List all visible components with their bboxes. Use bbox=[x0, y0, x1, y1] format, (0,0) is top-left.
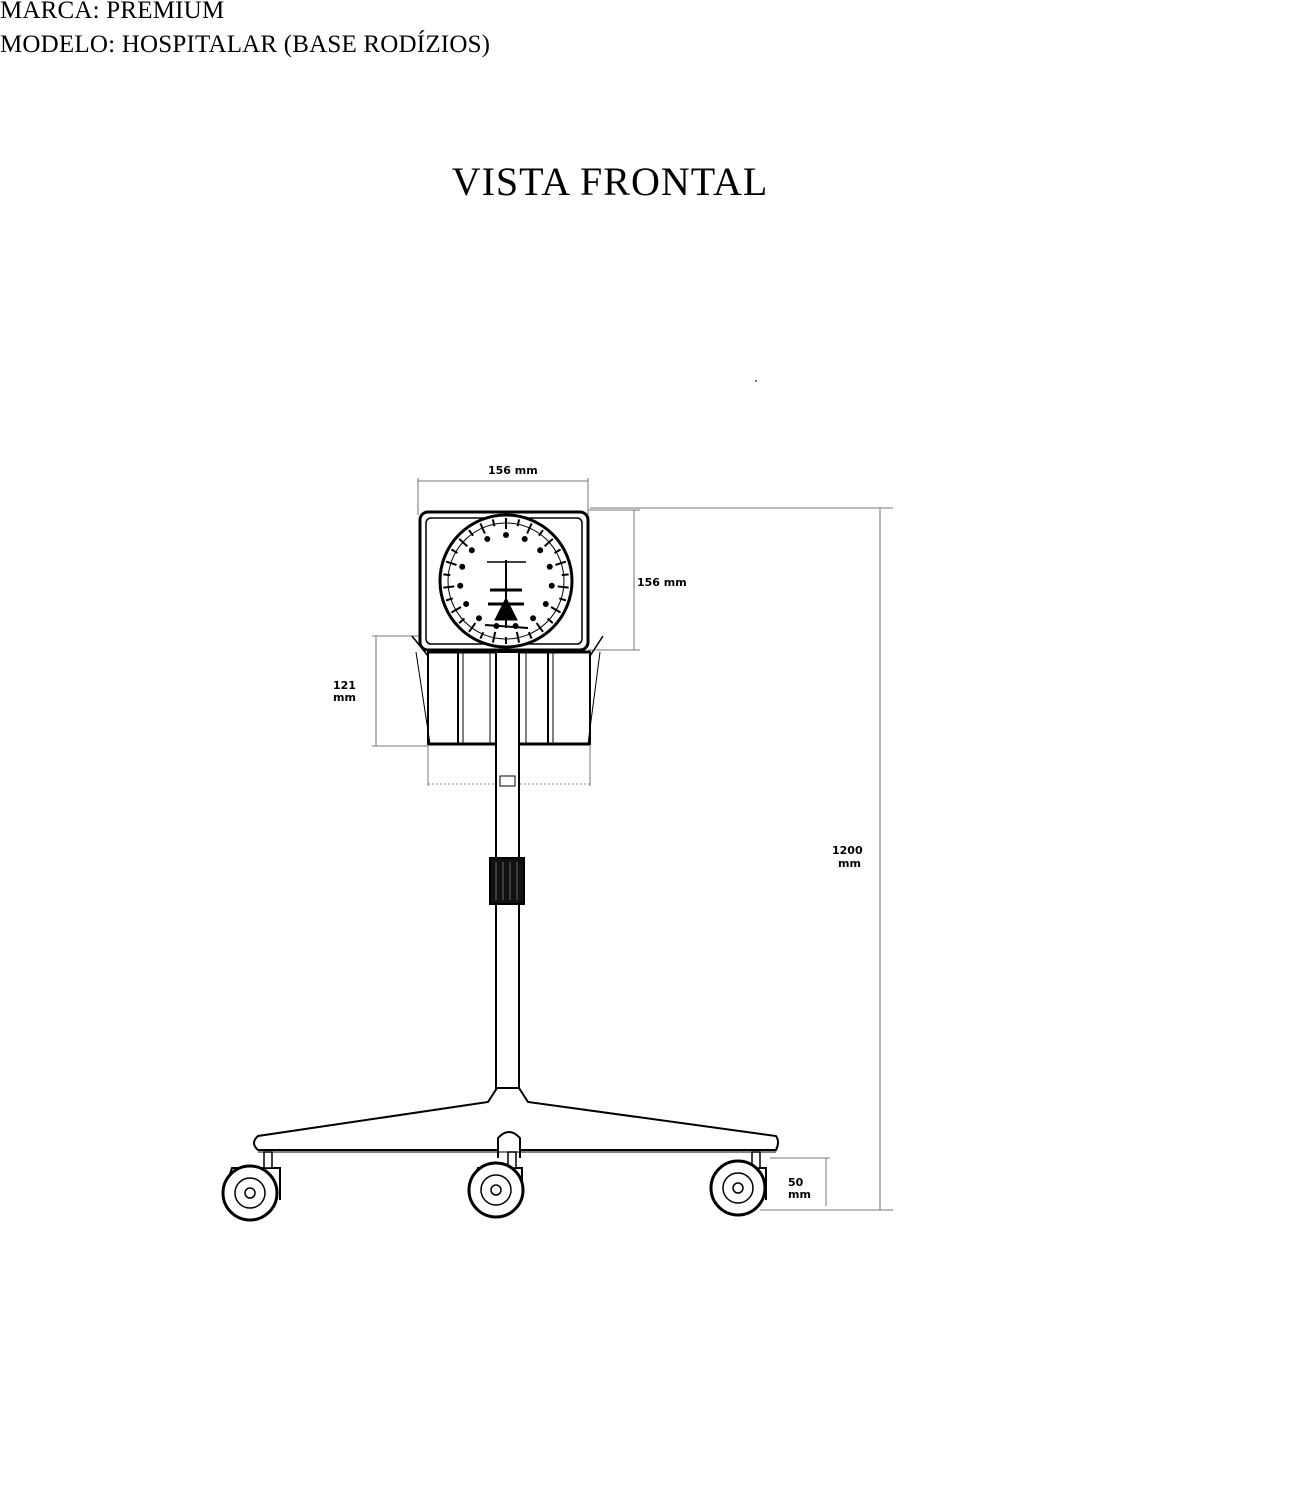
caster-left bbox=[221, 1151, 281, 1222]
rolling-base bbox=[253, 1087, 779, 1158]
dial-tick bbox=[546, 617, 554, 624]
dial-tick bbox=[557, 585, 569, 589]
brand-label: MARCA: PREMIUM bbox=[0, 0, 225, 24]
dial-dot bbox=[457, 582, 464, 589]
dial-dot bbox=[537, 547, 544, 554]
dial-dot bbox=[459, 563, 466, 570]
caster-right bbox=[709, 1151, 767, 1217]
dial-tick bbox=[550, 606, 562, 614]
basket-height-value: 121 bbox=[333, 679, 356, 692]
dial-dot bbox=[503, 532, 509, 538]
gauge-height-label: 156 mm bbox=[637, 576, 687, 589]
dimension-total-height: 1200 mm bbox=[590, 507, 893, 1211]
total-height-value: 1200 bbox=[832, 844, 863, 857]
dial-dot bbox=[468, 547, 475, 554]
dimension-gauge-height: 156 mm bbox=[588, 509, 687, 651]
dial-tick bbox=[450, 548, 459, 554]
dial-dot bbox=[546, 563, 553, 570]
total-height-unit: mm bbox=[838, 857, 861, 870]
dial-dot bbox=[475, 615, 482, 622]
dimension-gauge-width: 156 mm bbox=[417, 464, 589, 515]
dial-tick bbox=[479, 631, 485, 639]
dial-tick bbox=[516, 519, 521, 527]
caster-height-unit: mm bbox=[788, 1188, 811, 1201]
dial-tick bbox=[458, 617, 466, 624]
gauge-head bbox=[418, 510, 590, 652]
dial-tick bbox=[468, 529, 474, 537]
dial-tick bbox=[526, 523, 533, 534]
view-title: VISTA FRONTAL bbox=[451, 159, 769, 204]
dial-tick bbox=[491, 631, 497, 643]
dial-tick bbox=[515, 631, 521, 643]
gauge-needle-mark bbox=[484, 560, 529, 629]
dial-tick bbox=[443, 585, 455, 589]
dial-tick bbox=[443, 573, 451, 577]
dial-tick bbox=[527, 631, 533, 639]
dial-tick bbox=[458, 538, 469, 547]
dial-dot bbox=[542, 601, 549, 607]
height-adjust-collar bbox=[489, 857, 525, 905]
dial-tick bbox=[538, 529, 544, 537]
dial-tick bbox=[468, 622, 477, 633]
dimension-caster-height: 50 mm bbox=[770, 1157, 830, 1206]
dial-dot bbox=[463, 601, 470, 607]
dial-dot bbox=[548, 582, 555, 589]
dial-tick bbox=[445, 597, 454, 602]
dial-dot bbox=[484, 535, 491, 542]
cuff-basket bbox=[411, 635, 604, 746]
basket-height-unit: mm bbox=[333, 691, 356, 704]
dial-dot bbox=[530, 615, 537, 622]
pole bbox=[489, 651, 525, 1123]
dial-tick bbox=[479, 523, 486, 534]
dial-tick bbox=[555, 560, 567, 566]
dial-tick bbox=[535, 622, 544, 633]
gauge-width-label: 156 mm bbox=[488, 464, 538, 477]
caster-height-value: 50 bbox=[788, 1176, 804, 1189]
dial-ticks bbox=[443, 518, 569, 644]
model-label: MODELO: HOSPITALAR (BASE RODÍZIOS) bbox=[0, 31, 491, 58]
dial-tick bbox=[450, 606, 462, 614]
dial-tick bbox=[558, 597, 567, 602]
dial-dot bbox=[521, 535, 528, 542]
dial-tick bbox=[445, 560, 457, 566]
caster-center bbox=[467, 1151, 525, 1219]
dial-tick bbox=[491, 519, 496, 527]
dial-tick bbox=[543, 538, 554, 547]
dial-tick bbox=[561, 573, 569, 577]
dimension-basket-height: 121 mm bbox=[333, 635, 428, 747]
dial-tick bbox=[553, 548, 562, 554]
